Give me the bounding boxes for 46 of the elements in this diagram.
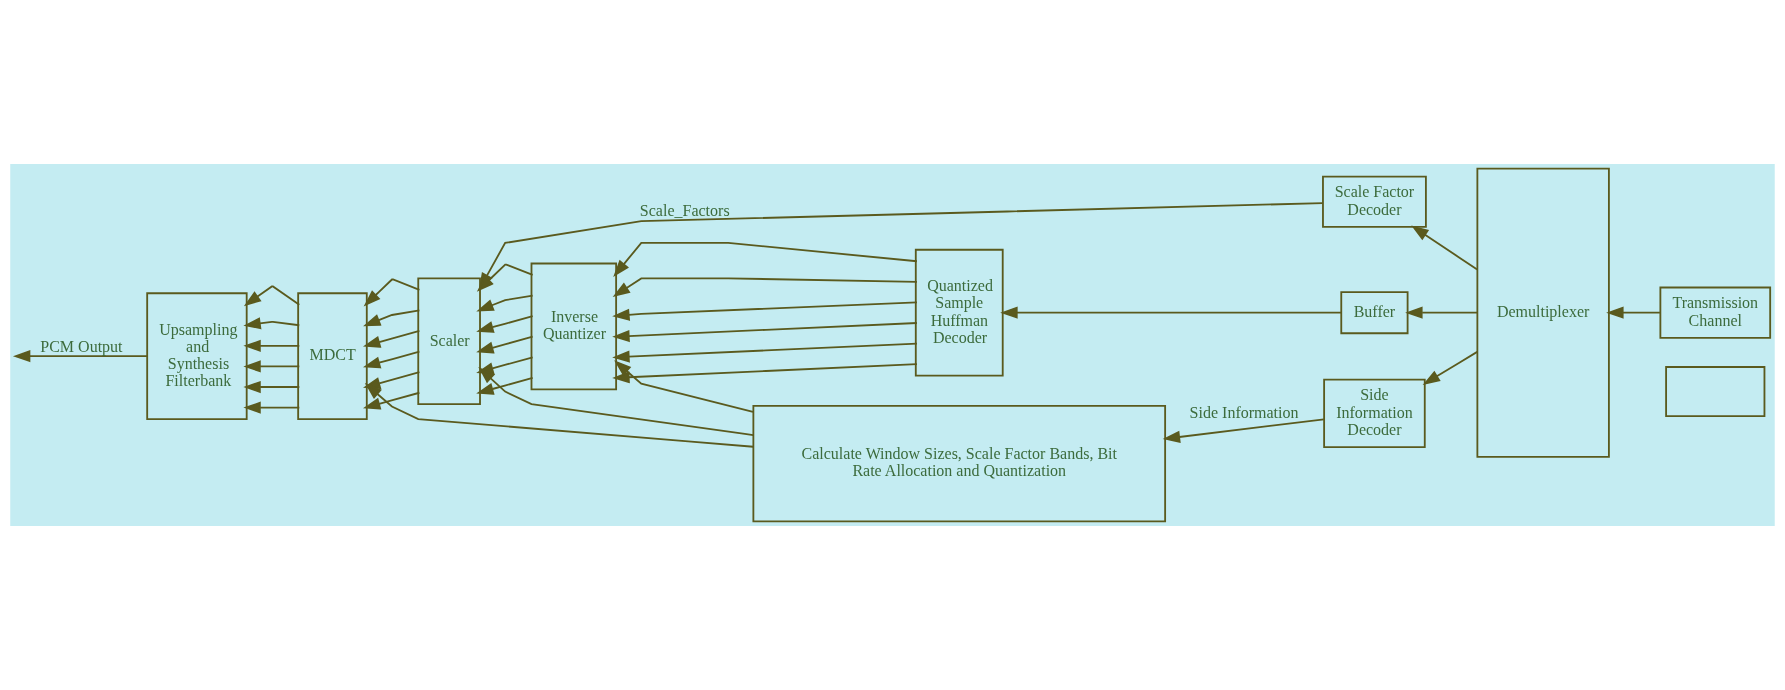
arrow bbox=[243, 401, 301, 414]
node-box: Buffer bbox=[1340, 291, 1409, 335]
arrow bbox=[243, 285, 301, 307]
node-box: MDCT bbox=[297, 292, 368, 420]
arrow bbox=[476, 315, 534, 333]
arrow bbox=[362, 350, 421, 369]
node-box: Scale Factor Decoder bbox=[1322, 175, 1427, 228]
arrow bbox=[612, 363, 918, 384]
arrow bbox=[612, 301, 918, 321]
arrow bbox=[243, 317, 301, 330]
node-box: Calculate Window Sizes, Scale Factor Bands, Bit Rate Allocation and Quantization bbox=[752, 405, 1167, 523]
edge-label: Scale_Factors bbox=[639, 201, 730, 219]
node-box: Scaler bbox=[417, 277, 481, 406]
arrow bbox=[243, 360, 301, 373]
arrow bbox=[243, 380, 301, 394]
node-box: Transmission Channel bbox=[1659, 286, 1772, 339]
arrow bbox=[362, 391, 421, 410]
arrow bbox=[364, 383, 755, 448]
edge-label: Side Information bbox=[1189, 404, 1299, 422]
arrow bbox=[362, 330, 421, 348]
node-box bbox=[1665, 366, 1766, 418]
node-box: Quantized Sample Huffman Decoder bbox=[914, 248, 1004, 377]
arrow bbox=[613, 242, 918, 278]
node-box: Upsampling and Synthesis Filterbank bbox=[146, 292, 248, 420]
arrow bbox=[363, 309, 421, 327]
arrow bbox=[476, 294, 534, 312]
arrow bbox=[1405, 306, 1479, 319]
arrow bbox=[363, 278, 421, 307]
arrow bbox=[476, 376, 534, 395]
arrow bbox=[478, 366, 755, 437]
arrow bbox=[614, 360, 754, 413]
arrow bbox=[476, 335, 534, 354]
arrow bbox=[12, 350, 148, 363]
node-box: Inverse Quantizer bbox=[530, 262, 618, 391]
node-box: Side Information Decoder bbox=[1323, 378, 1426, 448]
arrow bbox=[1606, 306, 1661, 319]
arrow bbox=[1411, 225, 1479, 271]
arrow bbox=[612, 342, 918, 363]
arrow bbox=[1000, 306, 1343, 319]
arrow bbox=[1422, 351, 1479, 385]
arrow bbox=[612, 322, 918, 343]
arrow bbox=[1162, 418, 1325, 443]
arrow bbox=[243, 339, 301, 352]
edge-label: PCM Output bbox=[40, 337, 123, 355]
arrow bbox=[612, 277, 918, 298]
node-box: Demultiplexer bbox=[1476, 167, 1610, 458]
